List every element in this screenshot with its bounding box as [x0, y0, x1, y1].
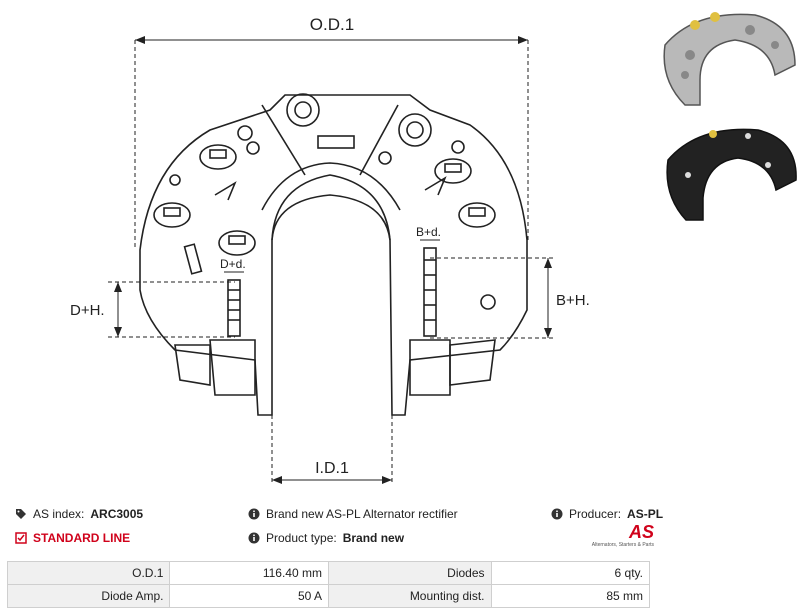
- bh-dimension-label: B+H.: [556, 292, 590, 309]
- dd-dimension-label: D+d.: [220, 257, 246, 271]
- product-type-label: Product type:: [266, 531, 337, 545]
- spec-value: 85 mm: [490, 584, 651, 608]
- spec-label: Mounting dist.: [327, 584, 492, 608]
- rectifier-technical-drawing: O.D.1 I.D.1 D+H. B+H. D+d. B+d.: [70, 15, 590, 485]
- producer-value: AS-PL: [627, 507, 664, 521]
- spec-value: 50 A: [169, 584, 329, 608]
- check-square-icon: [15, 532, 27, 544]
- info-icon: [248, 508, 260, 520]
- logo-tagline: Alternators, Starters & Parts: [591, 542, 654, 548]
- spec-label: Diodes: [327, 561, 492, 585]
- standard-line-label: STANDARD LINE: [33, 531, 131, 545]
- as-index: AS index: ARC3005: [15, 507, 143, 521]
- specs-table: O.D.1 116.40 mm Diodes 6 qty. Diode Amp.…: [6, 561, 651, 608]
- id-dimension-label: I.D.1: [315, 460, 349, 477]
- as-index-value: ARC3005: [90, 507, 144, 521]
- producer: Producer: AS-PL: [551, 507, 663, 521]
- description-text: Brand new AS-PL Alternator rectifier: [266, 507, 458, 521]
- table-row: Diode Amp. 50 A Mounting dist. 85 mm: [6, 584, 651, 608]
- product-photo-top: [663, 12, 796, 106]
- bd-dimension-label: B+d.: [416, 225, 441, 239]
- as-index-label: AS index:: [33, 507, 85, 521]
- spec-value: 116.40 mm: [169, 561, 329, 585]
- spec-label: Diode Amp.: [6, 584, 171, 608]
- product-photo-bottom: [666, 128, 797, 221]
- dh-dimension-label: D+H.: [70, 302, 105, 319]
- info-icon: [248, 532, 260, 544]
- product-type: Product type: Brand new: [248, 531, 404, 545]
- spec-label: O.D.1: [6, 561, 171, 585]
- product-type-value: Brand new: [342, 531, 405, 545]
- od-dimension-label: O.D.1: [310, 15, 354, 34]
- table-row: O.D.1 116.40 mm Diodes 6 qty.: [6, 561, 651, 585]
- info-icon: [551, 508, 563, 520]
- product-description: Brand new AS-PL Alternator rectifier: [248, 507, 458, 521]
- logo-mark: AS: [628, 522, 654, 542]
- as-logo: AS Alternators, Starters & Parts: [584, 522, 654, 552]
- spec-value: 6 qty.: [490, 561, 651, 585]
- tags-icon: [15, 508, 27, 520]
- standard-line: STANDARD LINE: [15, 531, 130, 545]
- producer-label: Producer:: [569, 507, 622, 521]
